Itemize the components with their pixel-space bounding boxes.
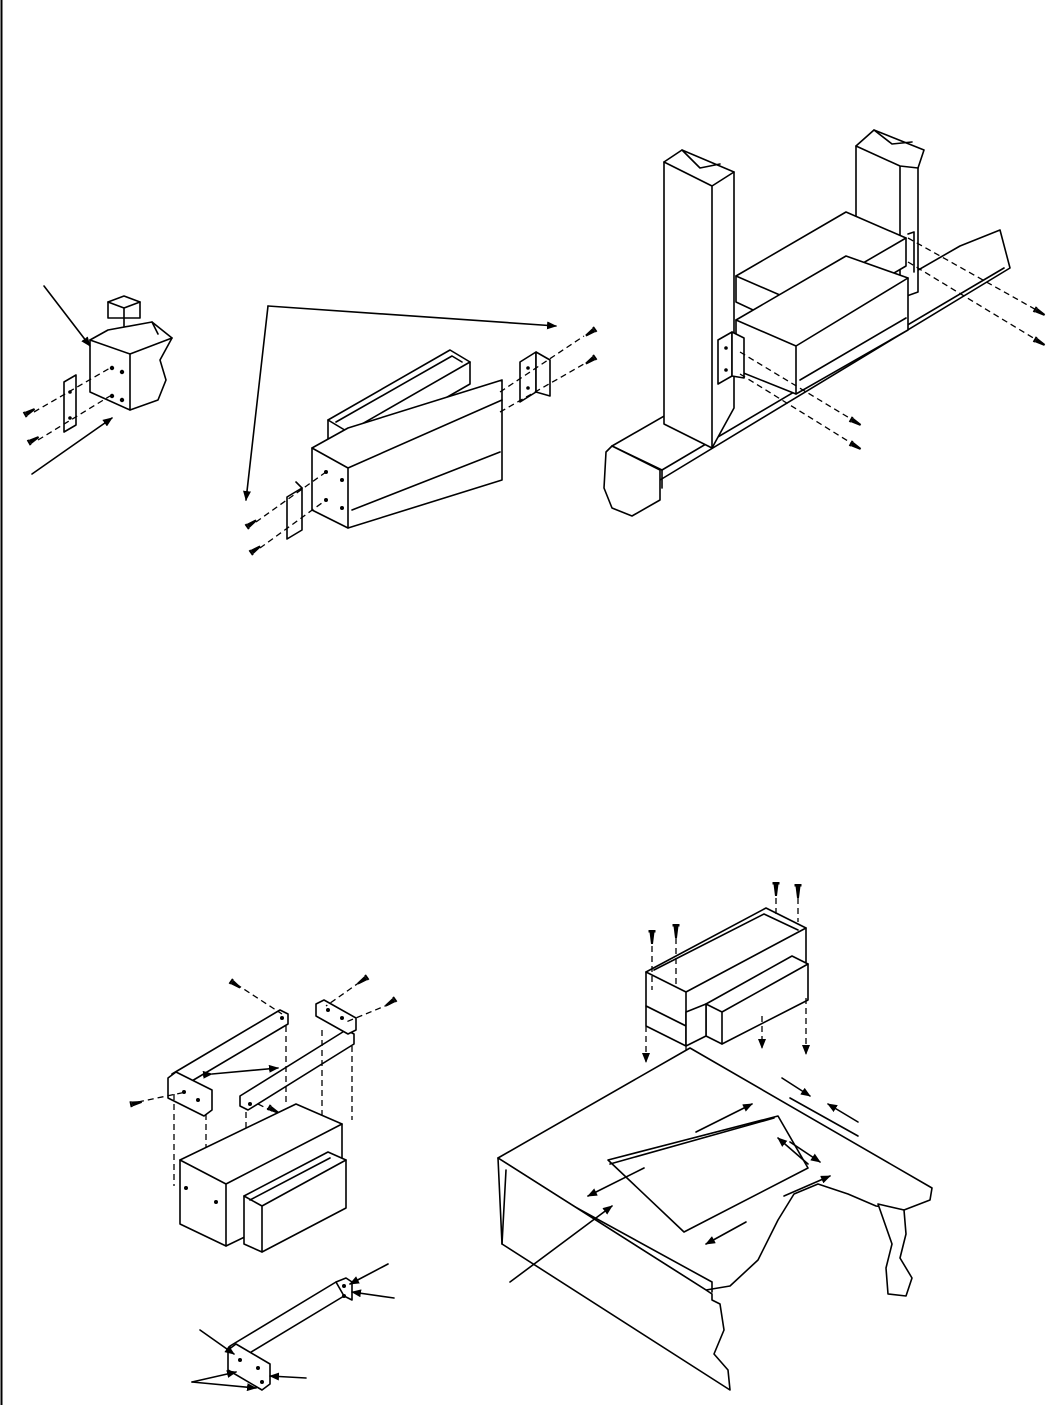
- figure-box-between-posts: [604, 130, 1046, 516]
- figure-box-with-rail-brackets: [129, 974, 397, 1390]
- figure-bracket-on-post: [23, 286, 172, 474]
- figure-box-with-end-brackets: [245, 306, 598, 556]
- figure-box-on-desktop: [498, 882, 932, 1390]
